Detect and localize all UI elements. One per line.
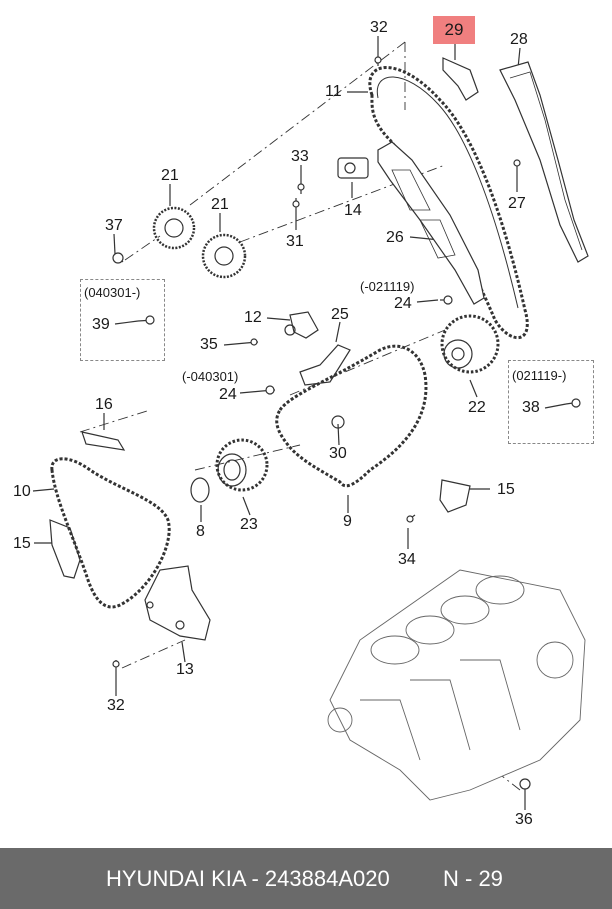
callout-note-021119-start: (021119-)	[512, 368, 567, 383]
callout-27[interactable]: 27	[508, 195, 526, 212]
callout-11[interactable]: 11	[325, 83, 342, 100]
callout-note-040301-start: (040301-)	[84, 285, 141, 300]
callout-12[interactable]: 12	[244, 309, 262, 326]
callout-35[interactable]: 35	[200, 336, 218, 353]
callout-39[interactable]: 39	[92, 316, 110, 333]
callout-16[interactable]: 16	[95, 396, 113, 413]
callout-note-021119-end: (-021119)	[360, 279, 415, 294]
callout-21-upper[interactable]: 21	[161, 167, 179, 184]
variant-box-021119	[508, 360, 594, 444]
callout-31[interactable]: 31	[286, 233, 304, 250]
callout-25[interactable]: 25	[331, 306, 349, 323]
callout-24-lower[interactable]: 24	[219, 386, 237, 403]
callout-21-lower[interactable]: 21	[211, 196, 229, 213]
callout-26[interactable]: 26	[386, 229, 404, 246]
callout-15-left[interactable]: 15	[13, 535, 31, 552]
footer-bar: HYUNDAI KIA - 243884A020 N - 29	[0, 848, 612, 909]
callout-24-upper[interactable]: 24	[394, 295, 412, 312]
callout-9[interactable]: 9	[343, 513, 352, 530]
callout-38[interactable]: 38	[522, 399, 540, 416]
callout-28[interactable]: 28	[510, 31, 528, 48]
callout-13[interactable]: 13	[176, 661, 194, 678]
callout-23[interactable]: 23	[240, 516, 258, 533]
callout-30[interactable]: 30	[329, 445, 347, 462]
footer-reference: N - 29	[443, 866, 503, 891]
exploded-view-drawing	[32, 36, 589, 810]
callout-22[interactable]: 22	[468, 399, 486, 416]
footer-brand-part-number: HYUNDAI KIA - 243884A020	[106, 866, 390, 891]
callout-33[interactable]: 33	[291, 148, 309, 165]
callout-36[interactable]: 36	[515, 811, 533, 828]
callout-15-right[interactable]: 15	[497, 481, 515, 498]
callout-37[interactable]: 37	[105, 217, 123, 234]
callout-34[interactable]: 34	[398, 551, 416, 568]
callout-8[interactable]: 8	[196, 523, 205, 540]
highlighted-part-29[interactable]: 29	[433, 16, 475, 44]
callout-32-lower[interactable]: 32	[107, 697, 125, 714]
variant-box-040301	[80, 279, 165, 361]
callout-32[interactable]: 32	[370, 19, 388, 36]
parts-diagram	[32, 36, 589, 810]
callout-14[interactable]: 14	[344, 202, 362, 219]
callout-10[interactable]: 10	[13, 483, 31, 500]
callout-note-040301-end: (-040301)	[182, 369, 239, 384]
